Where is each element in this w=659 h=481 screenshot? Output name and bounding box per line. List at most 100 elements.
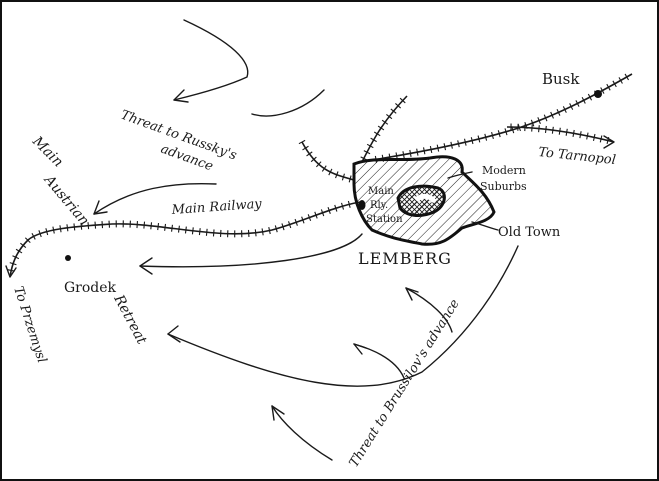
- railway-tick: [612, 80, 617, 88]
- railway-tick: [301, 216, 305, 224]
- railway-tick: [370, 137, 377, 143]
- railway-tick: [395, 103, 402, 109]
- railway-tick: [544, 125, 547, 133]
- railway-tick: [457, 140, 460, 148]
- railway-tick: [565, 128, 568, 136]
- railway-tick: [531, 124, 533, 132]
- railway-tick: [477, 135, 481, 143]
- railway-tick: [497, 130, 501, 138]
- railway-tick: [298, 139, 306, 145]
- railway-tick: [538, 125, 540, 133]
- railway-network: [9, 73, 633, 278]
- railway-tick: [366, 143, 374, 149]
- railway-tick: [373, 131, 381, 137]
- railway-tick: [381, 119, 389, 125]
- railway-tick: [484, 133, 488, 141]
- label-station-station: Station: [366, 214, 403, 225]
- railway-tick: [281, 223, 285, 231]
- railway-tick: [606, 83, 611, 91]
- railway-tick: [315, 161, 322, 168]
- railway-tick: [517, 124, 521, 132]
- railway-tick: [52, 226, 55, 234]
- railway-tick: [511, 126, 515, 134]
- railway-tick: [363, 150, 371, 155]
- oldtown-pointer: [471, 221, 499, 231]
- railway-tick: [94, 221, 97, 229]
- label-to-przemysl: To Przemysl: [10, 285, 49, 365]
- railway-tick: [310, 156, 317, 163]
- label-main-railway: Main Railway: [170, 197, 263, 218]
- railway-tick: [15, 248, 23, 254]
- railway-tick: [9, 262, 17, 266]
- railway-tick: [572, 129, 575, 137]
- railway-tick: [24, 237, 31, 244]
- railway-tick: [80, 222, 83, 230]
- suburbs-pointer: [447, 171, 473, 179]
- railway-tick: [575, 100, 580, 107]
- railway-tick: [307, 214, 312, 222]
- label-suburbs: Suburbs: [480, 180, 527, 193]
- label-main-austrian-1: Main: [28, 133, 66, 171]
- label-threat-brussilov: Threat to Brussilov's advance: [347, 296, 463, 470]
- railway-tick: [341, 173, 345, 181]
- railway-tick: [274, 225, 278, 233]
- railway-tick: [143, 221, 146, 229]
- railway-tick: [524, 121, 528, 129]
- railway-tick: [198, 228, 201, 236]
- railway-tick: [20, 242, 27, 249]
- grodek-marker: [65, 255, 71, 261]
- railway-tick: [327, 206, 331, 214]
- label-lemberg: LEMBERG: [358, 249, 452, 268]
- railway-tick: [409, 149, 412, 157]
- railway-tick: [340, 202, 345, 210]
- railway-tick: [171, 224, 174, 232]
- railway-tick: [470, 137, 474, 145]
- railway-tick: [550, 111, 554, 119]
- railway-tick: [45, 228, 49, 236]
- austrian-arrow: [93, 182, 217, 215]
- tarnopol-arrowhead: [603, 135, 615, 149]
- railway-tick: [205, 228, 208, 236]
- railway-tick: [157, 223, 160, 231]
- railway-tick: [334, 204, 338, 212]
- railway-tick: [348, 175, 352, 183]
- railway-tick: [543, 114, 548, 122]
- railway-tick: [624, 73, 630, 81]
- railway-tick: [321, 165, 327, 172]
- railway-tick: [177, 225, 180, 233]
- railway-tick: [443, 143, 447, 151]
- russky-arrows: [173, 19, 325, 117]
- railway-tick: [268, 227, 271, 235]
- label-station-main: Main: [368, 186, 394, 197]
- railway-tick: [463, 138, 467, 146]
- railway-tick: [551, 126, 554, 134]
- railway-tick: [491, 131, 494, 140]
- railway-ticks: [7, 73, 630, 272]
- railway-tick: [66, 224, 69, 232]
- railway-tick: [377, 125, 385, 131]
- label-old-town: Old Town: [498, 225, 561, 240]
- old-town-area: [396, 184, 446, 217]
- railway-tick: [320, 209, 325, 217]
- railway-tick: [294, 218, 298, 226]
- label-modern: Modern: [482, 164, 526, 177]
- label-retreat: Retreat: [110, 291, 150, 347]
- railway-tick: [31, 232, 36, 240]
- railway-tick: [569, 103, 574, 110]
- railway-tick: [450, 141, 453, 149]
- railway-tick: [599, 135, 603, 143]
- station-marker: [358, 200, 366, 210]
- railway-tick: [87, 222, 90, 230]
- railway-tick: [422, 147, 426, 155]
- label-busk: Busk: [542, 70, 580, 88]
- railway-tick: [579, 131, 582, 139]
- label-to-tarnopol: To Tarnopol: [538, 145, 617, 168]
- railway-tick: [328, 168, 333, 176]
- railway-tick: [586, 132, 589, 140]
- railway-tick: [302, 145, 309, 151]
- railway-tick: [335, 171, 339, 179]
- railway-tick: [314, 211, 318, 219]
- railway-tick: [600, 87, 605, 94]
